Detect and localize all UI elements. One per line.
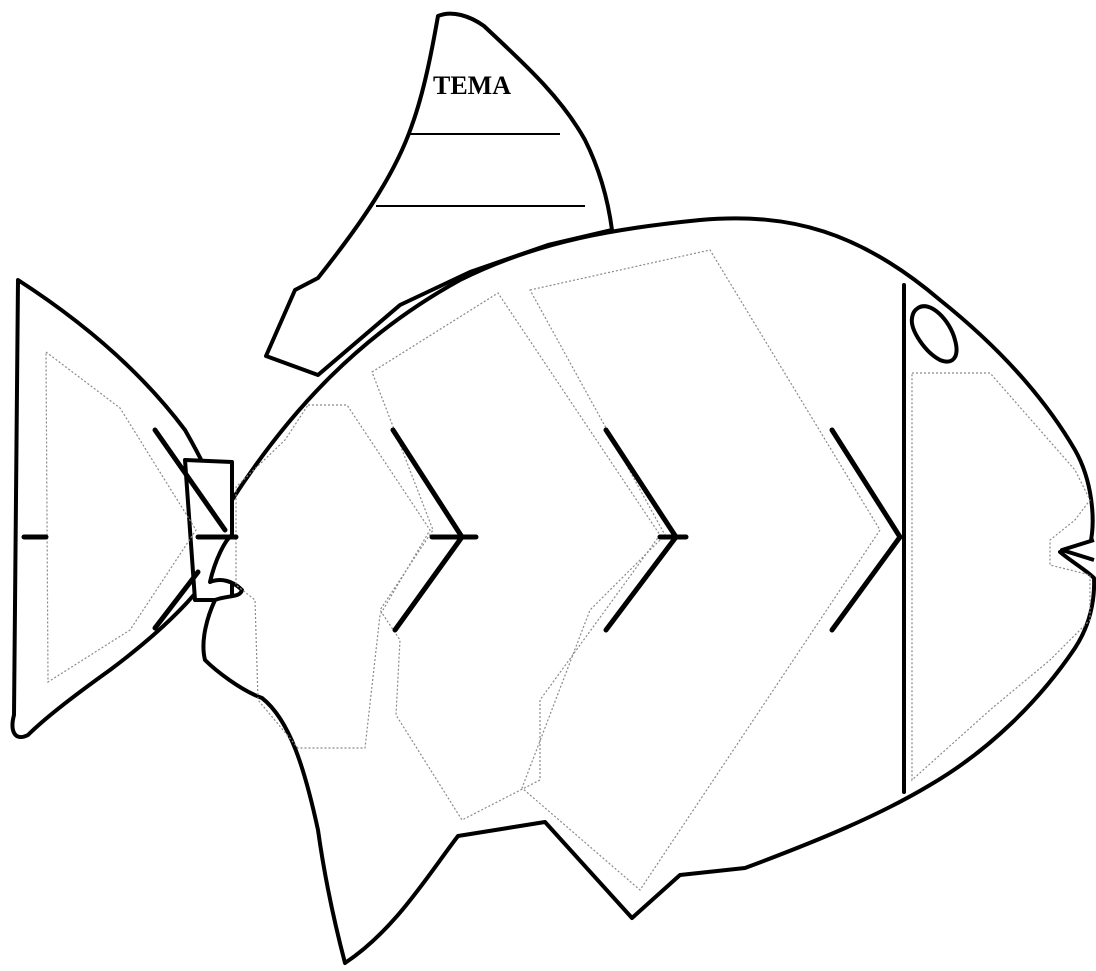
topic-label: TEMA — [433, 71, 511, 100]
